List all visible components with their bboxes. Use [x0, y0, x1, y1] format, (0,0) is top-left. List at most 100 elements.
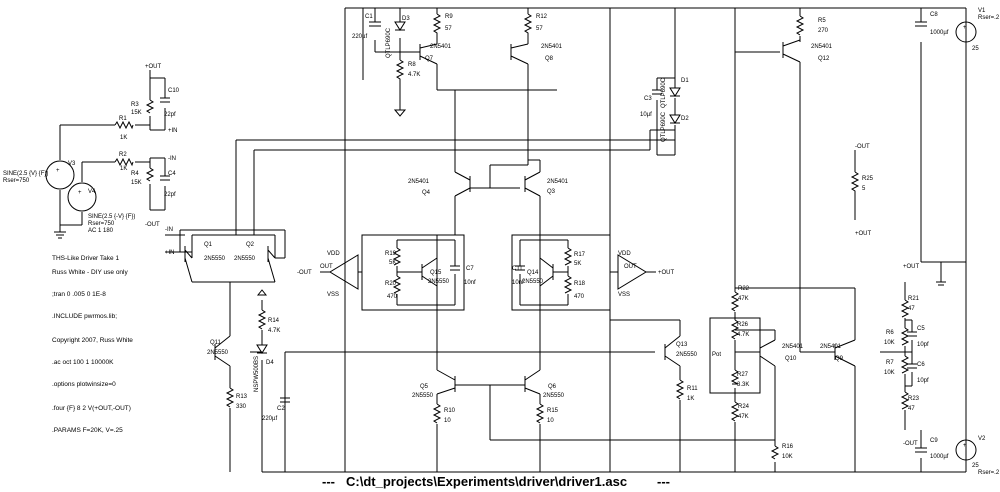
r23-name: R23 — [908, 396, 920, 402]
port-label-out-neg-2: -OUT — [297, 270, 312, 276]
opamp-left-vdd-label: VDD — [327, 251, 340, 257]
r25-value: 5 — [862, 186, 866, 192]
c4-value: 22pf — [164, 192, 176, 198]
r14-name: R14 — [268, 318, 280, 324]
v1-value: 25 — [972, 46, 979, 52]
q3-name: Q3 — [547, 189, 556, 195]
r13-value: 330 — [236, 404, 247, 410]
c4-name: C4 — [168, 171, 176, 177]
r23-value: 47 — [908, 406, 915, 412]
r27-value: 3.3K — [737, 382, 749, 388]
q14-name: Q14 — [527, 270, 539, 276]
r19-value: 5K — [389, 260, 396, 266]
capacitor-symbols — [160, 21, 927, 453]
r26-name: R26 — [737, 322, 749, 328]
q2-model: 2N5550 — [234, 256, 256, 262]
opamp-right-vdd-label: VDD — [618, 251, 631, 257]
q14-model: 2N5550 — [522, 279, 544, 285]
r2-value: 1K — [120, 166, 127, 172]
c3-name: C3 — [644, 96, 652, 102]
d4-name: D4 — [266, 360, 274, 366]
r7-name: R7 — [886, 360, 894, 366]
diode-symbols — [256, 21, 681, 354]
r8-value: 4.7K — [408, 72, 420, 78]
q10-name: Q10 — [785, 356, 797, 362]
r9-name: R9 — [445, 14, 453, 20]
c1-value: 220µf — [352, 34, 367, 40]
svg-text:+: + — [963, 443, 967, 449]
v2-rser: Rser=.2 — [978, 470, 1000, 476]
transistor-symbols — [184, 39, 856, 395]
r3-name: R3 — [131, 102, 139, 108]
v4-name: V4 — [88, 189, 96, 195]
c8-name: C8 — [930, 12, 938, 18]
r11-value: 1K — [687, 396, 694, 402]
opamp-right-out-label: OUT — [624, 264, 637, 270]
r24-value: 47K — [738, 414, 749, 420]
port-label-out-pos-4: +OUT — [903, 264, 920, 270]
q1-name: Q1 — [204, 242, 213, 248]
q8-name: Q8 — [545, 56, 554, 62]
r22-value: 47K — [738, 296, 749, 302]
note-ac: .ac oct 100 1 10000K — [52, 359, 114, 366]
q9-model: 2N5401 — [820, 344, 842, 350]
q1-model: 2N5550 — [204, 256, 226, 262]
r18-name: R18 — [574, 281, 586, 287]
q6-model: 2N5550 — [543, 393, 565, 399]
v4-rser: Rser=750 — [88, 221, 115, 227]
r15-name: R15 — [547, 408, 559, 414]
c2-value: 220µf — [262, 416, 277, 422]
port-label-out-pos: +OUT — [145, 64, 162, 70]
r17-value: 5K — [574, 261, 581, 267]
c9-value: 1000µf — [930, 454, 949, 460]
d4-model: NSPW500BS — [254, 356, 260, 392]
note-include: .INCLUDE pwrmos.lib; — [52, 313, 117, 320]
v3-rser: Rser=750 — [3, 178, 30, 184]
port-label-in-pos-2: +IN — [165, 250, 175, 256]
q8-model: 2N5401 — [541, 44, 563, 50]
q7-name: Q7 — [425, 56, 434, 62]
q12-model: 2N5401 — [811, 44, 833, 50]
q5-name: Q5 — [420, 384, 429, 390]
note-params: .PARAMS F=20K, V=.25 — [52, 427, 123, 434]
r1-value: 1K — [120, 135, 127, 141]
svg-text:+: + — [56, 168, 60, 174]
source-symbols: + + + + — [45, 21, 977, 461]
caption-dashes-right: --- — [657, 474, 670, 489]
opamp-left-out-label: OUT — [320, 264, 333, 270]
svg-text:+: + — [78, 190, 82, 196]
c6-value: 10pf — [917, 378, 929, 384]
file-path-caption: C:\dt_projects\Experiments\driver\driver… — [346, 474, 627, 489]
r1-name: R1 — [119, 116, 127, 122]
port-label-in-neg: -IN — [168, 156, 176, 162]
v2-name: V2 — [978, 436, 986, 442]
r4-value: 15K — [131, 180, 142, 186]
c2-name: C2 — [277, 406, 285, 412]
r10-value: 10 — [444, 418, 451, 424]
note-author: Russ White - DIY use only — [52, 269, 128, 276]
r16-value: 10K — [782, 454, 793, 460]
r11-name: R11 — [687, 386, 698, 392]
r5-value: 270 — [818, 28, 829, 34]
r16-name: R16 — [782, 444, 794, 450]
q15-name: Q15 — [430, 270, 442, 276]
q4-name: Q4 — [422, 190, 431, 196]
r21-name: R21 — [908, 296, 920, 302]
q15-model: 2N5550 — [428, 279, 450, 285]
r3-value: 15K — [131, 110, 142, 116]
q4-model: 2N5401 — [408, 179, 430, 185]
note-title: THS-Like Driver Take 1 — [52, 255, 119, 262]
q12-name: Q12 — [818, 56, 830, 62]
q10-model: 2N5401 — [782, 344, 804, 350]
r12-value: 57 — [536, 26, 543, 32]
c6-name: C6 — [917, 362, 925, 368]
r25-name: R25 — [862, 176, 874, 182]
resistor-symbols — [114, 13, 910, 460]
c11-name: C11 — [512, 266, 523, 272]
port-label-out-neg-4: -OUT — [903, 441, 918, 447]
c1-name: C1 — [365, 14, 373, 20]
caption-dashes-left: --- — [322, 474, 335, 489]
v1-rser: Rser=.2 — [978, 15, 1000, 21]
